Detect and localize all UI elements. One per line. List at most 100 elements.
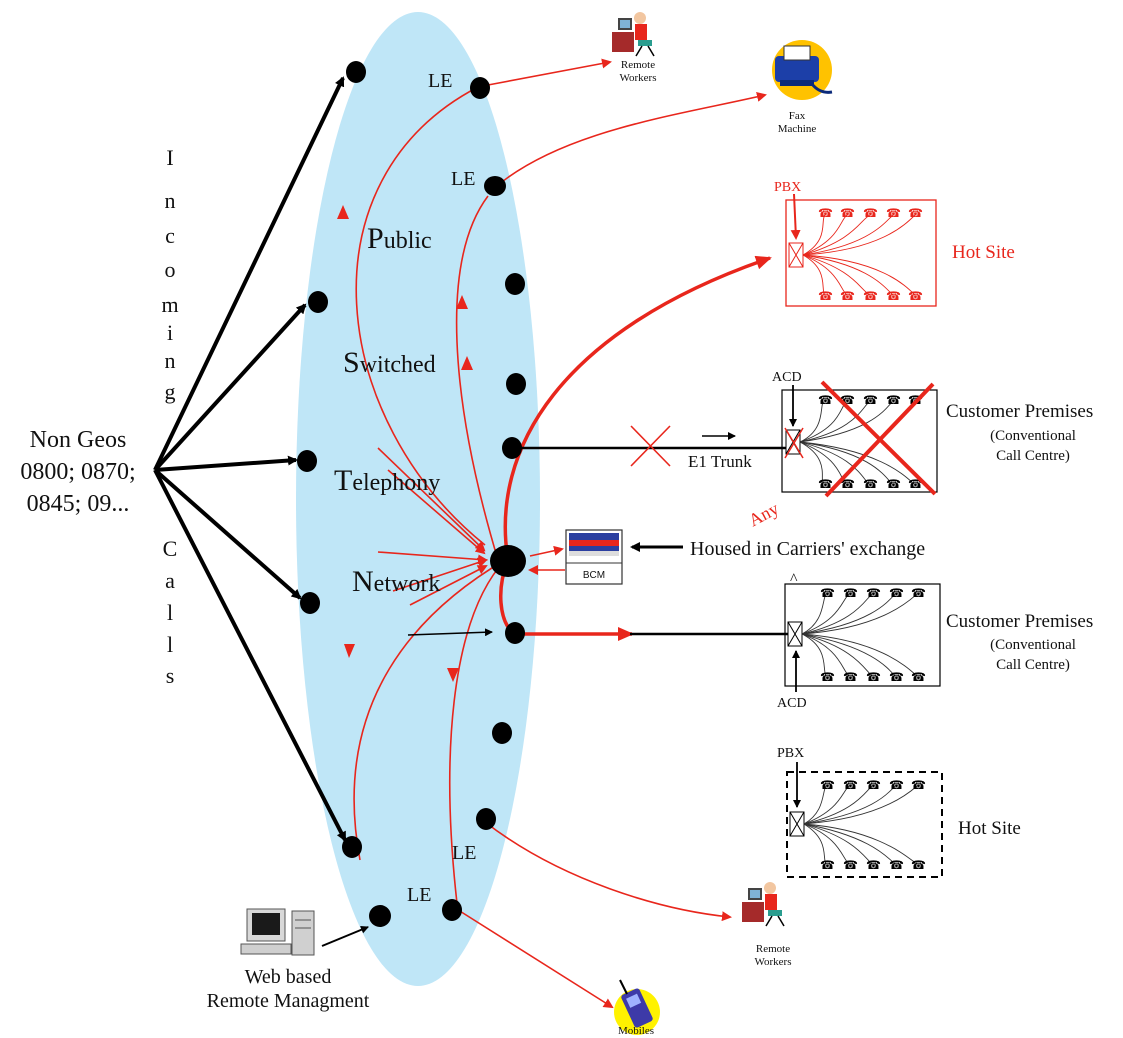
red-flows [353,58,767,1009]
fax-machine-icon [772,40,833,100]
any-label: Any [745,498,782,530]
customer-premises-label-2: Customer Premises (Conventional Call Cen… [946,611,1093,673]
hot-site-red: ☎☎☎☎☎ ☎☎☎☎☎ [785,193,937,307]
svg-text:☎: ☎ [911,670,926,684]
customer-premises-2: ☎ ☎ ☎ ☎ ☎ ☎ ☎ ☎ ☎ ☎ [784,583,941,692]
svg-text:l: l [167,632,173,657]
svg-text:☎: ☎ [911,586,926,600]
customer-premises-crossed: ☎☎☎☎☎ ☎☎☎☎☎ [781,380,938,498]
mobile-phone-icon [614,979,660,1035]
node [492,722,512,744]
svg-text:i: i [167,320,173,345]
svg-text:Call Centre): Call Centre) [996,448,1070,464]
hot-site-label: Hot Site [958,818,1021,839]
le-label: LE [451,168,475,190]
svg-text:Web based: Web based [245,966,332,988]
node-le-1 [470,77,490,99]
pbx-label: PBX [777,746,804,761]
acd-label-2: ACD [777,696,807,711]
svg-text:Remote Managment: Remote Managment [207,990,370,1012]
svg-text:(Conventional: (Conventional [990,637,1076,653]
trunk-cross [630,425,671,467]
svg-text:☎: ☎ [911,778,926,792]
nodes [297,61,526,927]
le-label: LE [428,70,452,92]
node [346,61,366,83]
svg-text:☎: ☎ [866,778,881,792]
svg-text:☎: ☎ [863,289,878,303]
svg-text:☎: ☎ [889,586,904,600]
caret-label: ^ [790,571,798,588]
svg-text:☎: ☎ [840,477,855,491]
svg-text:☎: ☎ [818,206,833,220]
svg-text:☎: ☎ [889,670,904,684]
svg-text:☎: ☎ [908,289,923,303]
thick-red-paths [499,255,772,641]
svg-text:☎: ☎ [818,289,833,303]
svg-text:☎: ☎ [818,393,833,407]
hot-site-label-red: Hot Site [952,242,1015,263]
svg-text:☎: ☎ [886,289,901,303]
svg-text:Remote: Remote [756,943,790,955]
incoming-arrows [153,76,347,842]
svg-text:0800; 0870;: 0800; 0870; [20,459,135,485]
flow-arrowheads [337,205,473,682]
svg-text:Fax: Fax [789,110,806,122]
incoming-label: I n c o m i n g [161,145,178,404]
svg-text:Workers: Workers [755,956,792,968]
svg-text:☎: ☎ [886,477,901,491]
svg-text:s: s [166,663,175,688]
svg-text:☎: ☎ [843,858,858,872]
web-mgmt-label: Web based Remote Managment [207,966,370,1012]
le-label: LE [452,842,476,864]
node [505,622,525,644]
non-geos-label: Non Geos 0800; 0870; 0845; 09... [20,427,135,517]
mgmt-arrow [321,925,369,947]
svg-text:☎: ☎ [843,778,858,792]
remote-workers-label-bottom: Remote Workers [755,943,792,968]
customer-premises-label-1: Customer Premises (Conventional Call Cen… [946,401,1093,464]
remote-worker-icon [612,12,655,57]
svg-text:☎: ☎ [820,586,835,600]
node [369,905,391,927]
svg-text:☎: ☎ [863,477,878,491]
svg-text:☎: ☎ [843,670,858,684]
bcm-device [565,529,623,585]
svg-text:Customer Premises: Customer Premises [946,611,1093,632]
word-public: Public [367,222,432,255]
remote-worker-icon [742,882,785,927]
node [300,592,320,614]
svg-text:☎: ☎ [820,778,835,792]
svg-text:a: a [165,568,175,593]
svg-text:l: l [167,600,173,625]
svg-text:☎: ☎ [886,206,901,220]
acd-label-1: ACD [772,370,802,385]
word-switched: Switched [343,346,436,379]
calls-label: C a l l s [163,536,178,688]
inbound-arrow [407,628,493,637]
mobiles-label: Mobiles [618,1025,654,1037]
svg-text:☎: ☎ [843,586,858,600]
svg-text:C: C [163,536,178,561]
fax-label: Fax Machine [778,110,817,135]
svg-text:Remote: Remote [621,59,655,71]
svg-text:n: n [165,348,176,373]
housed-label: Housed in Carriers' exchange [690,538,925,560]
svg-text:Workers: Workers [620,72,657,84]
node-le-4 [442,899,462,921]
svg-text:c: c [165,223,175,248]
svg-text:☎: ☎ [820,670,835,684]
word-network: Network [352,565,440,598]
svg-text:☎: ☎ [866,586,881,600]
svg-text:☎: ☎ [863,206,878,220]
svg-text:Customer Premises: Customer Premises [946,401,1093,422]
svg-text:I: I [166,145,173,170]
node [308,291,328,313]
bcm-label: BCM [583,570,605,581]
svg-text:0845; 09...: 0845; 09... [27,491,130,517]
node [502,437,522,459]
svg-text:☎: ☎ [866,858,881,872]
svg-text:☎: ☎ [866,670,881,684]
hot-site-dashed: ☎☎☎☎☎ ☎☎☎☎☎ [786,762,943,878]
svg-text:☎: ☎ [818,477,833,491]
